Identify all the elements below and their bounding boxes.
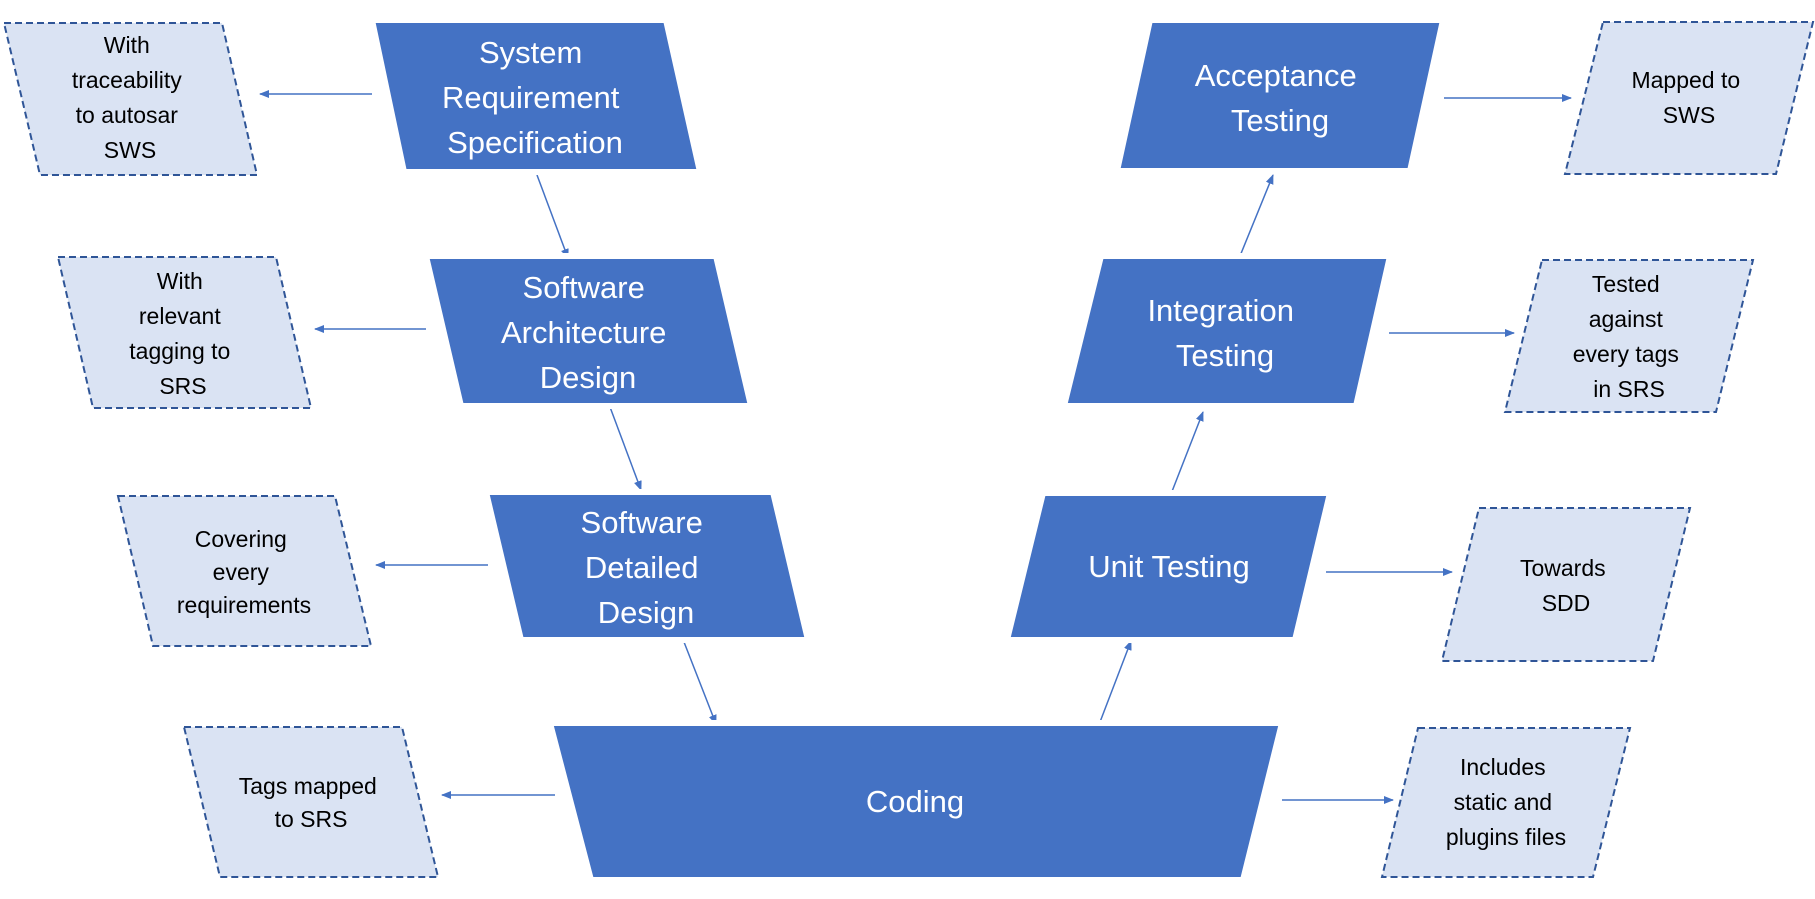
note-unit-text: Towards SDD [1520,555,1612,616]
note-unit: Towards SDD [1440,507,1692,662]
note-acceptance-text: Mapped to SWS [1631,67,1746,128]
process-unit-testing: Unit Testing [1003,490,1334,643]
connector-layer [259,90,1572,804]
note-acceptance: Mapped to SWS [1563,21,1815,175]
flow-arrow-sad-to-sdd [609,406,642,491]
note-coding-right: Includes static and plugins files [1380,727,1632,878]
process-unit-testing-label: Unit Testing [1088,549,1249,584]
note-sad: With relevant tagging to SRS [56,256,313,409]
note-integration: Tested against every tags in SRS [1503,259,1755,413]
note-sad-text: With relevant tagging to SRS [129,268,236,399]
process-software-detailed-design: Software Detailed Design [482,489,812,643]
note-srs-text: With traceability to autosar SWS [72,32,188,163]
note-layer: With traceability to autosar SWS With re… [2,21,1815,878]
note-sdd-text: Covering every requirements [177,526,311,618]
process-software-architecture-design: Software Architecture Design [422,253,755,409]
note-srs: With traceability to autosar SWS [2,22,259,176]
process-coding: Coding [546,720,1286,883]
process-coding-label: Coding [866,784,964,819]
flow-arrow-sdd-to-coding [683,641,717,725]
process-sdd-label: Software Detailed Design [581,505,712,630]
flow-arrow-unit-to-integration [1170,411,1204,495]
process-system-requirement-specification: System Requirement Specification [368,17,704,175]
flow-arrow-integration-to-acceptance [1239,174,1274,257]
note-coding-left-text: Tags mapped to SRS [239,773,383,832]
process-acceptance-testing: Acceptance Testing [1113,17,1447,174]
note-integration-text: Tested against every tags in SRS [1573,271,1686,402]
process-integration-testing: Integration Testing [1060,253,1394,409]
flow-arrow-coding-to-unit [1099,640,1132,723]
process-sad-label: Software Architecture Design [501,270,675,395]
process-acceptance-testing-label: Acceptance Testing [1195,58,1366,138]
note-coding-right-text: Includes static and plugins files [1446,754,1566,850]
process-srs-label: System Requirement Specification [442,35,628,160]
note-sdd: Covering every requirements [116,495,373,647]
process-integration-testing-label: Integration Testing [1147,293,1302,373]
process-layer: System Requirement Specification Softwar… [368,17,1447,883]
flow-arrow-srs-to-sad [536,174,569,259]
note-coding-left: Tags mapped to SRS [182,726,440,878]
